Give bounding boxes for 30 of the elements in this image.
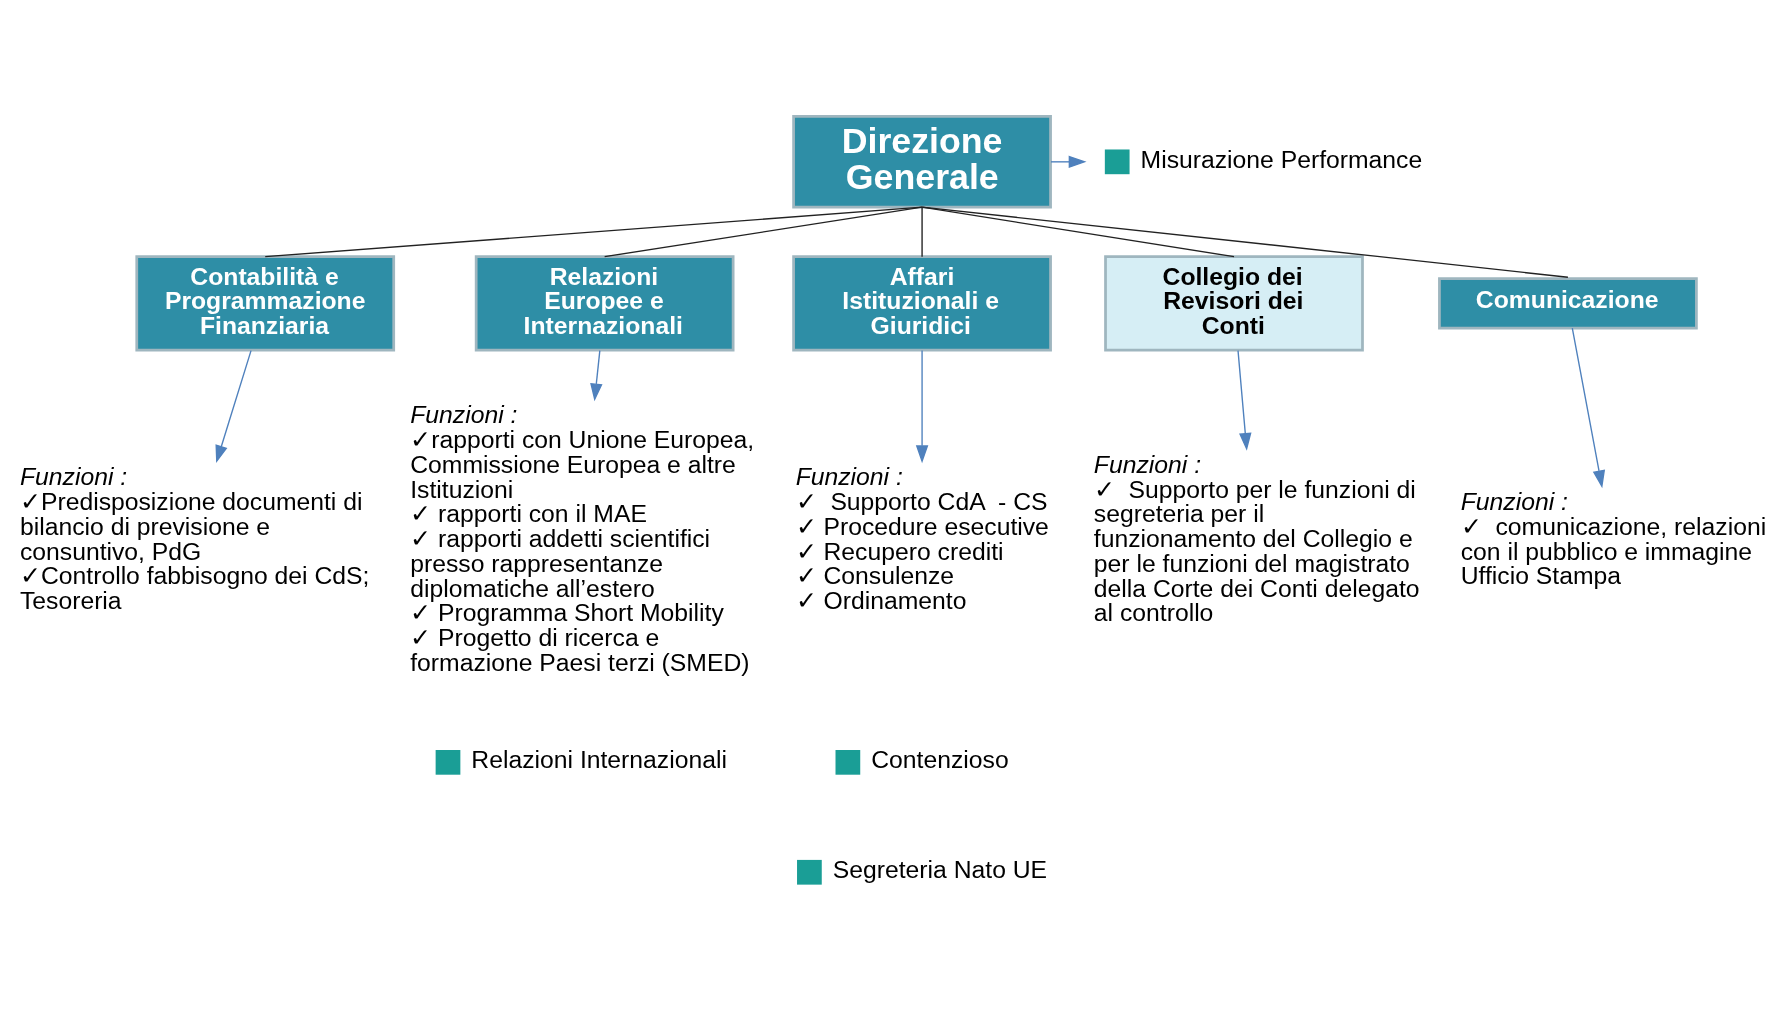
node-box [435, 749, 461, 775]
arrow [1050, 155, 1087, 168]
connector [921, 206, 1569, 278]
node-text: Funzioni : ✓ comunicazione, relazioni con il pubblico e immagine Ufficio Stampa [1460, 487, 1767, 589]
arrow [915, 349, 929, 463]
node-box: Comunicazione [1438, 276, 1698, 329]
arrow [1237, 349, 1252, 451]
arrow [590, 349, 603, 401]
node-text: Funzioni : ✓Predisposizione documenti di bilancio di previsione e consuntivo, PdG ✓Controllo fabbisogno dei CdS; Tesoreria [19, 462, 370, 614]
node-text: Funzioni : ✓ Supporto CdA - CS ✓ Procedure esecutive ✓ Recupero crediti ✓ Consulenze ✓ Ordinamento [795, 462, 1049, 614]
node-box [1104, 149, 1130, 174]
node-box [835, 749, 861, 775]
node-box: Collegio dei Revisori dei Conti [1104, 254, 1364, 351]
node-label: Relazioni Internazionali [471, 745, 727, 773]
connector [603, 206, 923, 257]
node-label: Contenzioso [871, 745, 1009, 773]
node-label: Segreteria Nato UE [832, 855, 1048, 883]
node-text: Funzioni : ✓ Supporto per le funzioni di segreteria per il funzionamento del Collegio e per le funzioni del magistrato della Corte dei Conti delegato al controllo [1093, 450, 1420, 626]
connector [921, 206, 923, 257]
arrow [215, 349, 252, 463]
node-text: Funzioni : ✓rapporti con Unione Europea, Commissione Europea e altre Istituzioni ✓ rapporti con il MAE ✓ rapporti addetti scientifici presso rappresentanze diplomatiche all’estero ✓ Programma Short Mobility ✓ Progetto di ricerca e formazione Paesi terzi (SMED) [410, 400, 755, 676]
arrow [1571, 326, 1606, 488]
node-box: Affari Istituzionali e Giuridici [792, 254, 1052, 351]
node-box: Relazioni Europee e Internazionali [474, 254, 735, 351]
node-box: Direzione Generale [792, 114, 1052, 209]
connector [921, 206, 1235, 257]
node-label: Misurazione Performance [1140, 145, 1423, 173]
node-box: Contabilità e Programmazione Finanziaria [135, 254, 396, 351]
node-box [797, 859, 822, 885]
connector [264, 206, 923, 257]
